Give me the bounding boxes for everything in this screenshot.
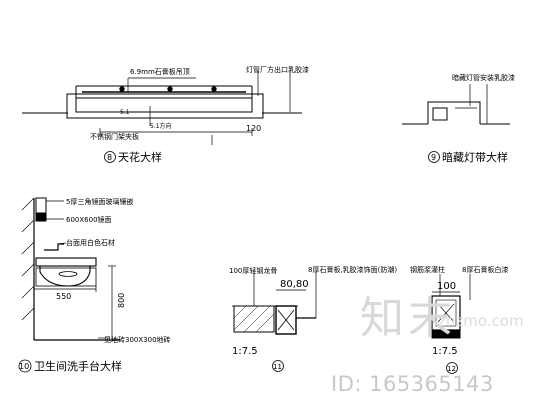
sec11-scale: 1:7.5 xyxy=(232,346,258,357)
ceiling-detail: 6.9mm石膏板吊顶 灯管厂方出口乳胶漆 5.1 5.1方向 不锈钢门架夹板 1… xyxy=(22,65,309,164)
basin-title-number: 10 xyxy=(19,362,29,371)
lamp-top-note: 暗藏灯管安装乳胶漆 xyxy=(452,73,515,82)
basin-mirror-clip xyxy=(35,212,47,222)
basin-wall-hatch-3 xyxy=(21,241,35,255)
ceiling-title-number: 8 xyxy=(107,153,112,162)
lamp-title-number: 9 xyxy=(431,153,436,162)
sec11-number-circle xyxy=(272,360,284,372)
basin-drain xyxy=(58,271,78,277)
sec12-number-circle xyxy=(446,362,458,374)
basin-wall-hatch-6 xyxy=(21,307,35,321)
sec12-number: 12 xyxy=(447,365,456,373)
ceiling-lamp-2 xyxy=(167,86,173,92)
basin-fascia xyxy=(35,267,97,287)
sec11-hatch-2 xyxy=(233,305,259,331)
sec12-base xyxy=(431,329,461,339)
sec11-hatch-3 xyxy=(243,305,271,333)
sec11-note-2: 8厚石膏板,乳胶漆饰面(防潮) xyxy=(308,265,397,274)
sec11-hatch-1 xyxy=(233,305,247,319)
sec12-note-2: 8厚石膏板白漆 xyxy=(462,265,508,274)
trough-outline xyxy=(427,101,481,124)
ceiling-lamp-note: 灯管厂方出口乳胶漆 xyxy=(246,65,309,74)
basin-wall-hatch-5 xyxy=(21,285,35,299)
ceiling-top-note: 6.9mm石膏板吊顶 xyxy=(130,67,190,76)
section-11-detail: 100厚轻钢龙骨 80,80 8厚石膏板,乳胶漆饰面(防潮) 1:7.5 11 xyxy=(229,265,397,372)
basin-wall-hatch-2 xyxy=(21,219,35,233)
ceiling-inner-box xyxy=(75,97,253,113)
basin-wall-hatch-4 xyxy=(21,263,35,277)
sec12-dim: 100 xyxy=(437,281,456,292)
basin-title-circle xyxy=(18,359,32,373)
trough-inner xyxy=(432,107,448,121)
sec11-dim: 80,80 xyxy=(280,279,309,290)
basin-note-4: 见地砖300X300地砖 xyxy=(104,335,171,344)
basin-note-3: 台面用白色石材 xyxy=(66,238,115,247)
sec12-column-inner xyxy=(435,299,457,327)
sec12-scale: 1:7.5 xyxy=(432,346,458,357)
basin-dim-800: 800 xyxy=(117,293,126,308)
sec11-fixing xyxy=(275,305,297,335)
basin-faucet xyxy=(44,243,64,251)
ceiling-dim-120: 120 xyxy=(246,124,261,133)
section-12-detail: 钢筋浆灌柱 8厚石膏板白漆 100 1:7.5 12 xyxy=(410,265,508,374)
ceiling-dim-1: 5.1 xyxy=(120,109,130,116)
lamp-trough-detail: 暗藏灯管安装乳胶漆 9 暗藏灯带大样 xyxy=(402,73,515,164)
ceiling-lamp-3 xyxy=(211,86,217,92)
sec11-fixing-x2 xyxy=(277,309,295,331)
sec11-note-1: 100厚轻钢龙骨 xyxy=(229,266,277,275)
sec12-x2 xyxy=(437,303,455,323)
basin-title: 卫生间洗手台大样 xyxy=(34,359,122,373)
sec11-hatch-4 xyxy=(255,313,275,333)
washbasin-detail: 5厚三角镜面玻璃镶嵌 600X600镜面 台面用白色石材 550 800 见地砖… xyxy=(18,197,171,373)
basin-leader-3 xyxy=(57,242,67,245)
sec12-note-1: 钢筋浆灌柱 xyxy=(410,265,445,274)
basin-note-2: 600X600镜面 xyxy=(66,215,112,224)
basin-counter xyxy=(35,257,97,267)
ceiling-box xyxy=(66,93,264,119)
sec11-number: 11 xyxy=(273,363,282,371)
basin-note-1: 5厚三角镜面玻璃镶嵌 xyxy=(66,197,133,206)
ceiling-title: 天花大样 xyxy=(118,150,162,164)
ceiling-lamp-1 xyxy=(119,86,125,92)
basin-dim-550: 550 xyxy=(56,292,71,301)
ceiling-dim-2: 5.1方向 xyxy=(150,122,172,130)
ceiling-bottom-note: 不锈钢门架夹板 xyxy=(90,132,139,141)
lamp-title: 暗藏灯带大样 xyxy=(442,150,508,164)
basin-wall-hatch-1 xyxy=(21,197,35,211)
lamp-title-circle xyxy=(428,151,440,163)
ceiling-title-circle xyxy=(104,151,116,163)
